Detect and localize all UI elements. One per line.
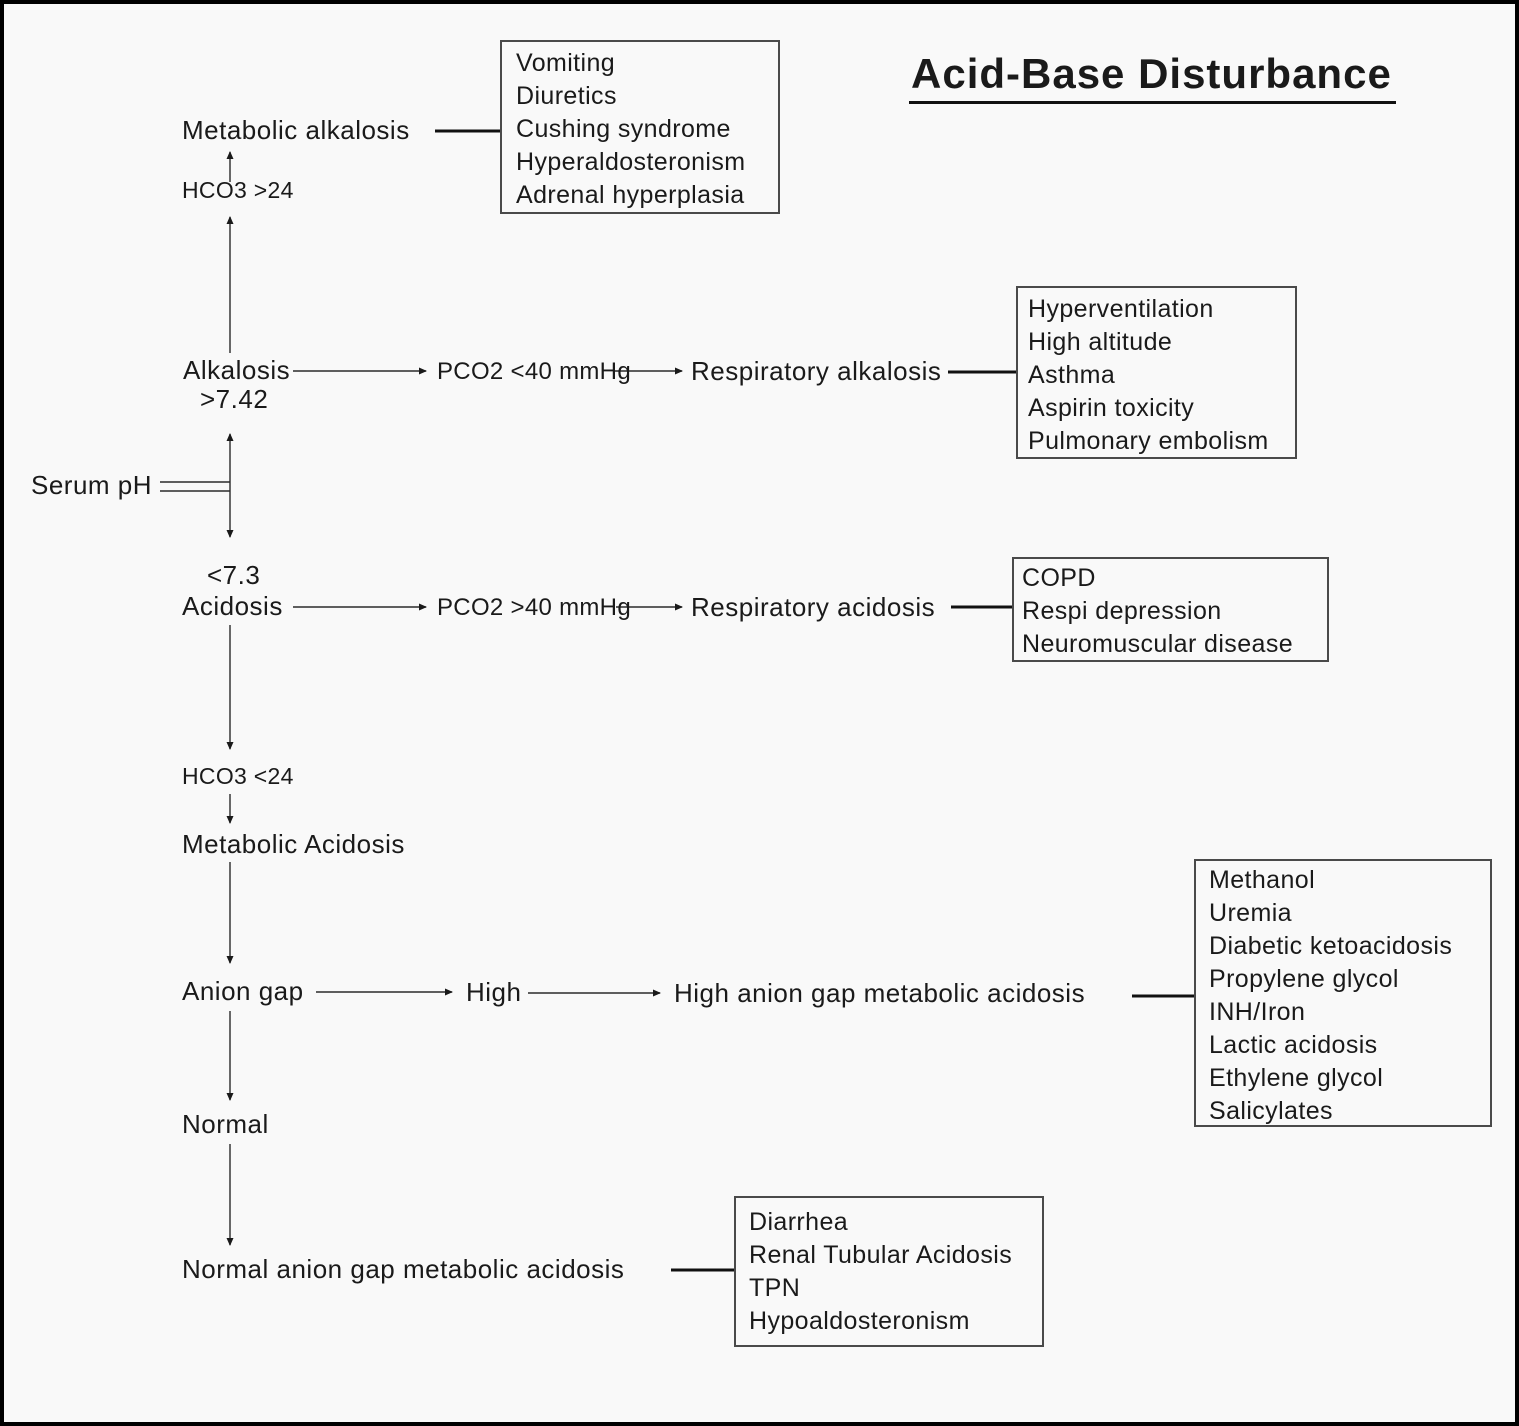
cause-item: Asthma (1028, 361, 1116, 389)
node-anion-gap: Anion gap (182, 976, 304, 1006)
cause-item: Salicylates (1209, 1097, 1333, 1125)
cause-item: Methanol (1209, 866, 1316, 894)
node-respiratory-acidosis: Respiratory acidosis (691, 592, 936, 622)
node-pco2-lt-40: PCO2 <40 mmHg (437, 358, 631, 385)
node-serum-ph: Serum pH (31, 470, 153, 500)
cause-item: Aspirin toxicity (1028, 394, 1195, 422)
cause-item: Renal Tubular Acidosis (749, 1241, 1013, 1269)
cause-item: Diarrhea (749, 1208, 849, 1236)
node-metabolic-acidosis: Metabolic Acidosis (182, 829, 405, 859)
cause-item: Uremia (1209, 899, 1292, 927)
node-alkalosis: Alkalosis (183, 355, 291, 385)
cause-item: Diuretics (516, 82, 617, 110)
cause-item: Diabetic ketoacidosis (1209, 932, 1453, 960)
cause-item: Ethylene glycol (1209, 1064, 1384, 1092)
node-normal-anion-gap-metabolic-acidosis: Normal anion gap metabolic acidosis (182, 1254, 625, 1284)
causes-box-respiratory-acidosis: COPD Respi depression Neuromuscular dise… (1012, 557, 1329, 662)
node-high-anion-gap-metabolic-acidosis: High anion gap metabolic acidosis (674, 978, 1086, 1008)
cause-item: Pulmonary embolism (1028, 427, 1269, 455)
node-acidosis: Acidosis (182, 591, 283, 621)
diagram-title: Acid-Base Disturbance (909, 50, 1396, 104)
node-anion-gap-normal: Normal (182, 1109, 269, 1139)
cause-item: Vomiting (516, 49, 616, 77)
node-acidosis-threshold: <7.3 (207, 560, 261, 590)
cause-item: INH/Iron (1209, 998, 1306, 1026)
cause-item: Respi depression (1022, 597, 1222, 625)
cause-item: Hyperventilation (1028, 295, 1214, 323)
cause-item: Propylene glycol (1209, 965, 1399, 993)
node-hco3-lt-24: HCO3 <24 (182, 763, 294, 789)
cause-item: COPD (1022, 564, 1096, 592)
causes-box-normal-anion-gap: Diarrhea Renal Tubular Acidosis TPN Hypo… (734, 1196, 1044, 1347)
node-respiratory-alkalosis: Respiratory alkalosis (691, 356, 942, 386)
node-metabolic-alkalosis: Metabolic alkalosis (182, 115, 410, 145)
causes-box-high-anion-gap: Methanol Uremia Diabetic ketoacidosis Pr… (1194, 859, 1492, 1127)
node-anion-gap-high: High (466, 977, 522, 1007)
cause-item: Hyperaldosteronism (516, 148, 746, 176)
cause-item: TPN (749, 1274, 801, 1302)
cause-item: Lactic acidosis (1209, 1031, 1378, 1059)
node-alkalosis-threshold: >7.42 (200, 384, 269, 414)
cause-item: Adrenal hyperplasia (516, 181, 745, 209)
cause-item: Hypoaldosteronism (749, 1307, 970, 1335)
node-pco2-gt-40: PCO2 >40 mmHg (437, 594, 631, 621)
cause-item: High altitude (1028, 328, 1173, 356)
causes-box-respiratory-alkalosis: Hyperventilation High altitude Asthma As… (1016, 286, 1297, 459)
node-hco3-gt-24: HCO3 >24 (182, 177, 294, 203)
cause-item: Cushing syndrome (516, 115, 731, 143)
cause-item: Neuromuscular disease (1022, 630, 1294, 658)
causes-box-metabolic-alkalosis: Vomiting Diuretics Cushing syndrome Hype… (500, 40, 780, 214)
